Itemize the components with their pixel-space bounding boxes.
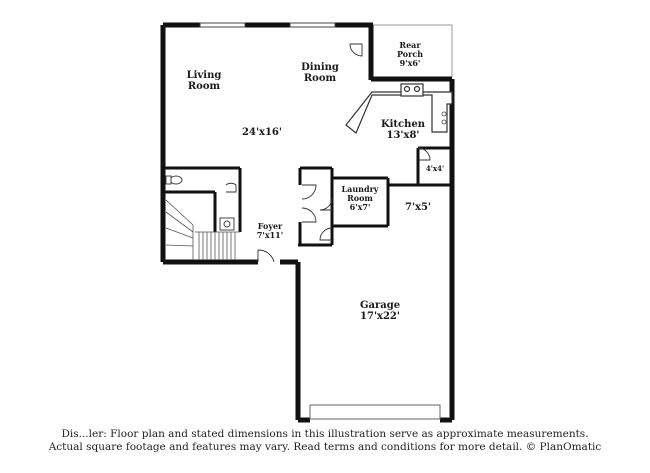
disclaimer-line-2: Actual square footage and features may v…	[48, 441, 602, 453]
stairs	[165, 199, 240, 260]
kitchen-label: Kitchen	[381, 119, 426, 130]
storage-dimension: 7'x5'	[405, 202, 431, 213]
disclaimer-line-1: Dis...ler: Floor plan and stated dimensi…	[61, 428, 589, 440]
laundry-dimension: 6'x7'	[350, 202, 371, 212]
exterior-walls	[160, 22, 455, 423]
kitchen-dimension: 13'x8'	[387, 130, 420, 141]
living-room-label-line2: Room	[188, 81, 221, 92]
kitchen-counter	[345, 83, 453, 134]
garage-dimension: 17'x22'	[360, 311, 400, 322]
rear-porch-label-line2: Porch	[397, 49, 423, 59]
foyer-dimension: 7'x11'	[257, 230, 283, 240]
living-room-label-line1: Living	[187, 70, 222, 81]
windows	[199, 22, 336, 28]
doors	[225, 43, 431, 263]
rear-porch-dimension: 9'x6'	[400, 58, 421, 68]
laundry-label-line2: Room	[347, 193, 373, 203]
rear-porch-outline	[373, 24, 453, 77]
rear-porch-label-line1: Rear	[399, 40, 421, 50]
foyer-label: Foyer	[258, 221, 283, 231]
great-room-dimension: 24'x16'	[242, 127, 282, 138]
stove-icon	[441, 111, 447, 125]
sink-icon	[219, 217, 235, 231]
dining-room-label-line2: Room	[304, 73, 337, 84]
pantry-dimension: 4'x4'	[426, 164, 444, 173]
garage-door	[309, 404, 441, 420]
laundry-label-line1: Laundry	[342, 184, 379, 194]
toilet-icon	[165, 175, 183, 185]
garage-label: Garage	[360, 300, 400, 311]
dining-room-label-line1: Dining	[301, 62, 339, 73]
interior-walls	[163, 146, 452, 247]
